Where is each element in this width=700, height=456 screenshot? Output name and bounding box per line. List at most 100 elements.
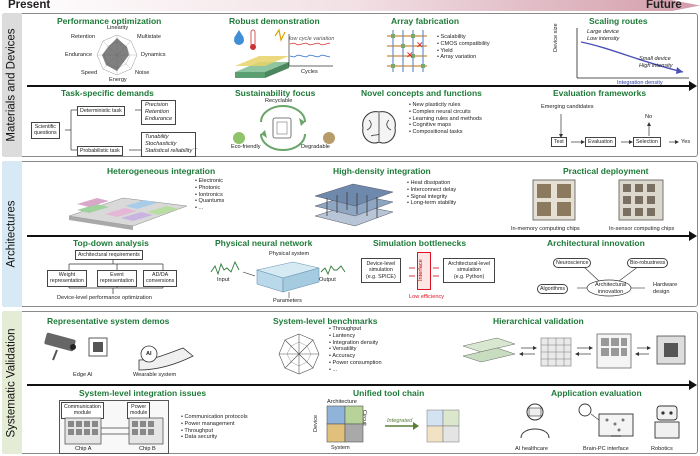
row-arrow-validation <box>27 380 697 390</box>
radar-chart-icon <box>96 34 138 76</box>
panel-title: Performance optimization <box>57 16 162 26</box>
panel-title: Sustainability focus <box>235 88 316 98</box>
simbot-interface-box: Interface <box>417 252 431 290</box>
task-probabilistic-box: Probabilistic task <box>77 146 123 157</box>
panel-title: Hierarchical validation <box>493 316 584 326</box>
panel-high-density-integration: High-density integration Heat dissipatio… <box>311 164 501 234</box>
archinn-bio: Bio-robustness <box>627 258 669 269</box>
radar-axis-speed: Speed <box>81 70 98 76</box>
panel-title: Simulation bottlenecks <box>373 238 467 248</box>
radar-axis-retention: Retention <box>71 34 95 40</box>
panel-title: Top-down analysis <box>73 238 149 248</box>
panel-robust-demonstration: Robust demonstration low cycle variation… <box>229 16 339 84</box>
section-label-architectures: Architectures <box>2 161 22 307</box>
bench-bullet: Accuracy <box>329 353 382 360</box>
novel-bullet: Complex neural circuits <box>409 109 482 116</box>
timeline-present: Present <box>8 0 51 11</box>
3d-stack-icon <box>314 183 394 227</box>
radar-axis-energy: Energy <box>109 77 127 83</box>
archinn-algo: Algorithms <box>537 284 569 295</box>
pnn-output: Output <box>319 277 336 283</box>
bench-bullet: Integration density <box>329 340 382 347</box>
scaling-chart-icon <box>576 28 689 79</box>
tool-integrated: Integrated <box>387 418 413 424</box>
panel-system-benchmarks: System-level benchmarks Throughput Lante… <box>273 314 423 382</box>
row-arrow-materials <box>27 81 697 91</box>
brain-icon <box>362 111 396 144</box>
panel-title: System-level integration issues <box>79 388 207 398</box>
panel-application-evaluation: Application evaluation AI healthcare Bra… <box>507 388 695 454</box>
panel-hierarchical-validation: Hierarchical validation <box>457 314 695 382</box>
panel-performance-optimization: Performance optimization Linearity Multi… <box>51 16 191 84</box>
topdown-arch-box: Architectural requirements <box>75 250 143 261</box>
highdens-bullet: Interconnect delay <box>407 187 457 194</box>
tool-system: System <box>331 445 350 451</box>
timeline-arrow <box>0 0 700 11</box>
archinn-neuro: Neuroscience <box>553 258 592 269</box>
sustain-eco: Eco-friendly <box>231 144 261 150</box>
panel-title: Array fabrication <box>391 16 460 26</box>
panel-physical-neural-network: Physical neural network Physical system … <box>209 238 349 306</box>
panel-title: Representative system demos <box>47 316 170 326</box>
section-architectures: Architectures Heterogeneous integration … <box>2 161 698 307</box>
recycle-loop-icon <box>233 105 335 151</box>
sysint-chips-icon <box>64 417 164 445</box>
panel-title: Architectural innovation <box>547 238 645 248</box>
panel-sustainability-focus: Sustainability focus Recyclable Eco-frie… <box>229 88 341 156</box>
benchmark-radar-icon <box>278 333 320 375</box>
highdens-bullet: Heat dissipation <box>407 180 456 187</box>
panel-title: Robust demonstration <box>229 16 320 26</box>
task-det-items: Precision Retention Endurance <box>141 100 177 125</box>
hierarchical-illustration-icon <box>462 333 686 369</box>
radar-axis-endurance: Endurance <box>65 52 93 58</box>
radar-axis-noise: Noise <box>135 70 150 76</box>
demos-edge: Edge AI <box>73 372 93 378</box>
sysint-chipb: Chip B <box>139 446 156 452</box>
appeval-health: AI healthcare <box>515 446 548 452</box>
tool-arch: Architecture <box>327 399 357 405</box>
panel-title: Scaling routes <box>589 16 648 26</box>
panel-scaling-routes: Scaling routes Large device Low intensit… <box>553 16 695 86</box>
scaling-lower-line2: High intensity <box>639 63 673 69</box>
pnn-illustration-icon <box>210 260 346 298</box>
simbot-low: Low efficiency <box>409 294 445 300</box>
pnn-params: Parameters <box>273 298 302 304</box>
task-prob-items: Tunability Stochasticity Statistical rel… <box>141 132 197 157</box>
task-ellipsis: ... <box>193 145 198 151</box>
array-bullet: Yield <box>437 48 490 55</box>
novel-bullet: New plasticity rules <box>409 102 482 109</box>
panel-system-integration: System-level integration issues Communic… <box>59 388 279 454</box>
crossbar-array-icon: ✕ ✕ <box>387 30 427 72</box>
bench-bullet: Lantency <box>329 333 382 340</box>
panel-title: High-density integration <box>333 166 431 176</box>
bench-bullet: ... <box>329 367 382 374</box>
sysint-bullet: Communication protocols <box>181 414 248 421</box>
hetero-bullet: Quantums <box>195 198 225 205</box>
section-label-validation: Systematic Validation <box>2 311 22 454</box>
demos-ai-label: AI <box>146 351 152 357</box>
eval-test-box: Test <box>551 137 567 148</box>
scaling-ylabel: Device size <box>553 23 559 52</box>
panel-title: Practical deployment <box>563 166 649 176</box>
novel-bullet: Cognitive maps <box>409 122 482 129</box>
application-icons <box>520 403 680 439</box>
appeval-bpc: Brain-PC interface <box>583 446 629 452</box>
eval-no: No <box>645 114 653 120</box>
archinn-diagram-lines <box>577 265 645 297</box>
array-bullet: Array variation <box>437 54 490 61</box>
demos-illustration-icon <box>44 332 194 371</box>
svg-text:✕: ✕ <box>416 41 424 51</box>
eval-evaluation-box: Evaluation <box>585 137 616 148</box>
pnn-system: Physical system <box>269 251 310 257</box>
eval-yes: Yes <box>681 139 691 145</box>
timeline-future: Future <box>646 0 682 11</box>
practical-caption-2: In-sensor computing chips <box>609 226 675 232</box>
panel-title: Unified tool chain <box>353 388 425 398</box>
evaluation-flow-lines <box>559 114 679 144</box>
